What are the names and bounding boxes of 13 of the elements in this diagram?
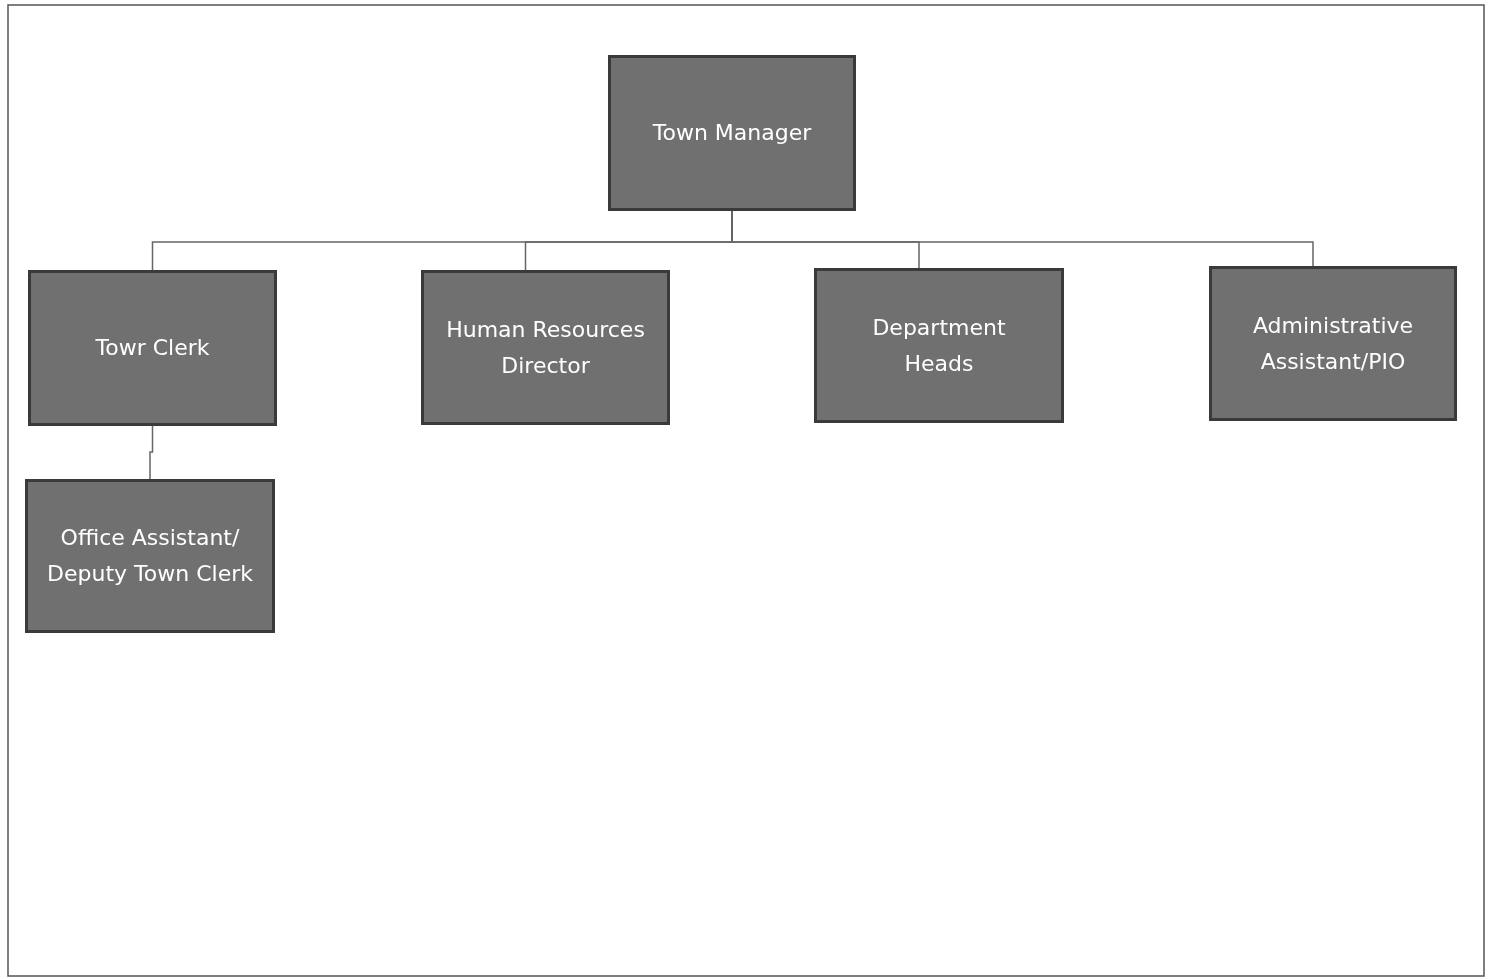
position-title: Towr Clerk bbox=[95, 334, 210, 362]
position-box bbox=[421, 270, 670, 425]
position-title: Human Resources Director bbox=[445, 315, 646, 380]
position-title: Department Heads bbox=[871, 313, 1007, 378]
position-title: Office Assistant/ Deputy Town Clerk bbox=[46, 524, 254, 588]
position-box bbox=[25, 479, 275, 633]
position-box bbox=[1209, 266, 1457, 421]
position-box bbox=[28, 270, 277, 426]
position-box bbox=[608, 55, 856, 211]
position-title: Town Manager bbox=[652, 119, 812, 147]
position-box bbox=[814, 268, 1064, 423]
position-title: Administrative Assistant/PIO bbox=[1251, 311, 1415, 376]
connector-line bbox=[149, 425, 154, 480]
